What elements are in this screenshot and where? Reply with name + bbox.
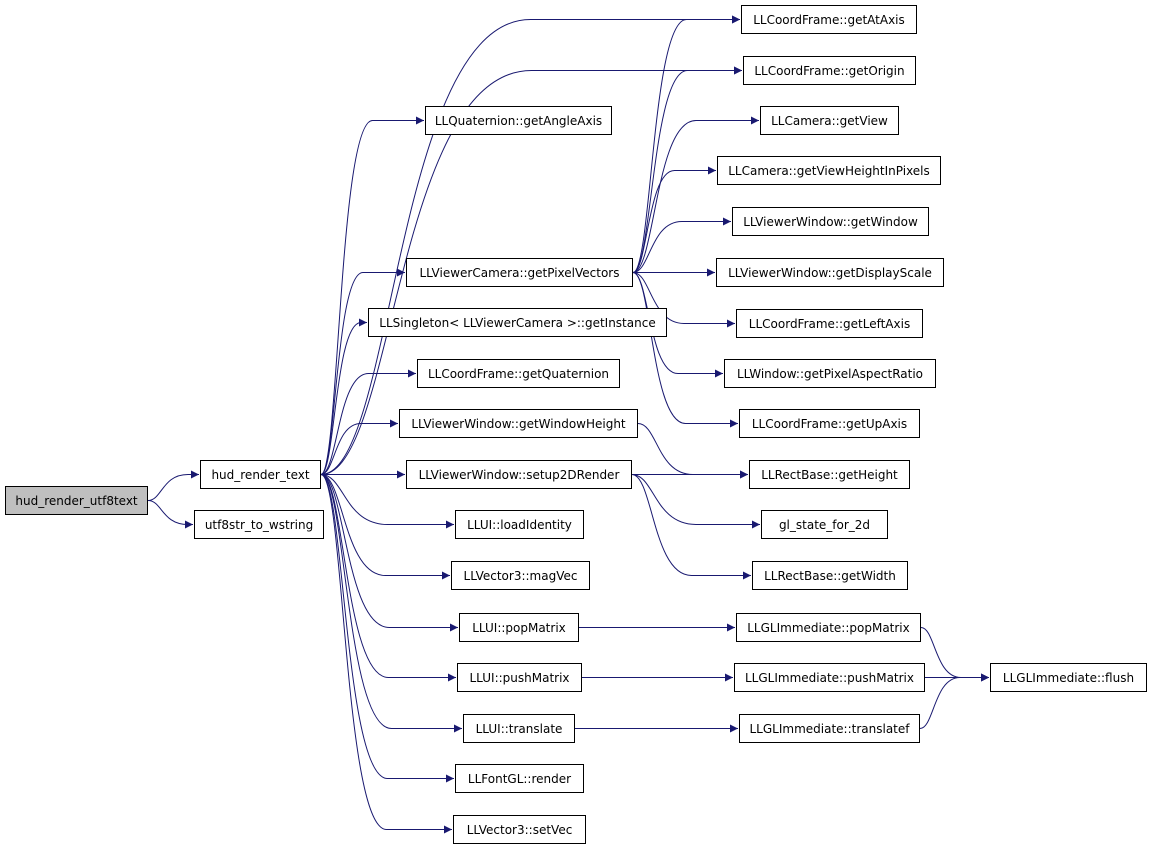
node-llcoordframe-getorigin[interactable]: LLCoordFrame::getOrigin [743,56,916,85]
edge-gli_translatef-to-gli_flush [919,673,989,729]
node-llfontgl-render[interactable]: LLFontGL::render [455,764,584,793]
edge-hud_render_text-to-vc_getPixelVectors [320,268,405,475]
edge-vw_setup2DRender-to-gl_state_for_2d [631,474,760,529]
node-llviewerwindow-setup2drender[interactable]: LLViewerWindow::setup2DRender [406,460,632,489]
node-llquaternion-getangleaxis[interactable]: LLQuaternion::getAngleAxis [425,106,612,135]
node-llglimmediate-pushmatrix[interactable]: LLGLImmediate::pushMatrix [734,663,925,692]
node-llglimmediate-flush[interactable]: LLGLImmediate::flush [990,663,1147,692]
edge-vc_getPixelVectors-to-vw_getWindow [632,217,731,273]
node-llwindow-getpixelaspectratio[interactable]: LLWindow::getPixelAspectRatio [724,359,936,388]
edge-vc_getPixelVectors-to-cam_getViewHeightInPixels [632,166,716,273]
edge-hud_render_text-to-singleton_getInstance [320,318,367,475]
node-llrectbase-getheight[interactable]: LLRectBase::getHeight [749,460,910,489]
node-llcoordframe-getupaxis[interactable]: LLCoordFrame::getUpAxis [739,409,920,438]
edge-vw_getWindowHeight-to-rect_getHeight [637,423,748,479]
node-llcoordframe-getquaternion[interactable]: LLCoordFrame::getQuaternion [417,359,620,388]
edge-root-to-hud_render_text [147,470,199,501]
edge-vc_getPixelVectors-to-cam_getView [632,116,759,273]
edge-hud_render_text-to-ui_loadIdentity [320,474,454,529]
edge-hud_render_text-to-cf_getAtAxis [320,15,740,475]
edge-hud_render_text-to-ui_translate [320,474,462,733]
node-llglimmediate-translatef[interactable]: LLGLImmediate::translatef [739,714,920,743]
node-llcamera-getview[interactable]: LLCamera::getView [760,106,899,135]
edge-hud_render_text-to-cf_getQuaternion [320,369,416,475]
edge-vc_getPixelVectors-to-cf_getLeftAxis [632,272,735,328]
edge-hud_render_text-to-v3_setVec [320,474,452,834]
edge-gli_popMatrix-to-gli_flush [920,627,989,682]
node-llrectbase-getwidth[interactable]: LLRectBase::getWidth [752,561,908,590]
node-llui-popmatrix[interactable]: LLUI::popMatrix [459,613,579,642]
node-hud-render-text[interactable]: hud_render_text [200,460,321,489]
edge-hud_render_text-to-v3_magVec [320,474,450,580]
edge-vw_setup2DRender-to-rect_getWidth [631,474,751,580]
node-llviewerwindow-getwindowheight[interactable]: LLViewerWindow::getWindowHeight [399,409,638,438]
node-llvector3-setvec[interactable]: LLVector3::setVec [453,815,586,844]
node-llsingleton-getinstance[interactable]: LLSingleton< LLViewerCamera >::getInstan… [368,308,667,337]
edge-vc_getPixelVectors-to-cf_getAtAxis [632,15,740,273]
node-llviewerwindow-getdisplayscale[interactable]: LLViewerWindow::getDisplayScale [716,258,944,287]
node-llcoordframe-getleftaxis[interactable]: LLCoordFrame::getLeftAxis [736,309,923,338]
node-llglimmediate-popmatrix[interactable]: LLGLImmediate::popMatrix [736,613,921,642]
edge-hud_render_text-to-font_render [320,474,454,783]
node-gl-state-for-2d[interactable]: gl_state_for_2d [761,510,888,539]
node-llui-pushmatrix[interactable]: LLUI::pushMatrix [457,663,582,692]
node-llui-loadidentity[interactable]: LLUI::loadIdentity [455,510,584,539]
edge-root-to-utf8str_to_wstring [147,500,193,529]
node-hud-render-utf8text[interactable]: hud_render_utf8text [5,486,148,515]
node-llcoordframe-getataxis[interactable]: LLCoordFrame::getAtAxis [741,5,917,34]
node-llcamera-getviewheightinpixels[interactable]: LLCamera::getViewHeightInPixels [717,156,941,185]
node-llui-translate[interactable]: LLUI::translate [463,714,575,743]
node-utf8str-to-wstring[interactable]: utf8str_to_wstring [194,510,324,539]
edge-hud_render_text-to-ui_popMatrix [320,474,458,632]
edge-hud_render_text-to-cf_getOrigin [320,66,742,475]
node-llvector3-magvec[interactable]: LLVector3::magVec [451,561,590,590]
node-llviewerwindow-getwindow[interactable]: LLViewerWindow::getWindow [732,207,929,236]
edge-vc_getPixelVectors-to-cf_getUpAxis [632,272,738,428]
edge-hud_render_text-to-vw_getWindowHeight [320,419,398,475]
node-llviewercamera-getpixelvectors[interactable]: LLViewerCamera::getPixelVectors [406,258,633,287]
